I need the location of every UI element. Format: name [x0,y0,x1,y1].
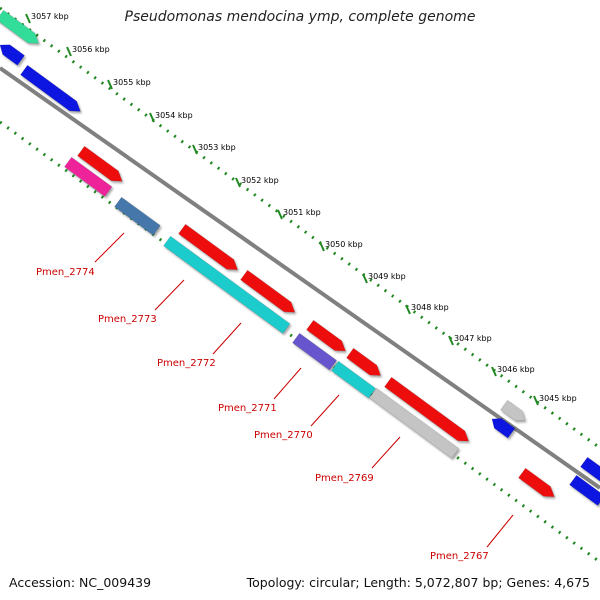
gene-label: Pmen_2767 [430,551,489,562]
gene-feature [384,376,470,442]
scale-tick [107,79,113,90]
gene-feature [292,332,338,371]
gene-feature [306,319,346,352]
gene-feature [240,269,296,313]
scale-tick-label: 3053 kbp [198,143,236,152]
gene-labels: Pmen_2774Pmen_2773Pmen_2772Pmen_2771Pmen… [36,267,489,562]
scale-tick-label: 3051 kbp [283,208,321,217]
scale-tick [192,144,198,155]
scale-tick-label: 3048 kbp [411,303,449,312]
scale-tick-label: 3057 kbp [31,12,69,21]
map-title: Pseudomonas mendocina ymp, complete geno… [124,9,476,25]
gene-feature [331,360,377,399]
scale-tick-label: 3054 kbp [155,111,193,120]
gene-label: Pmen_2773 [98,314,157,325]
scale-tick-label: 3052 kbp [241,176,279,185]
gene-feature [518,467,555,498]
gene-features [0,9,600,506]
scale-tick [25,13,31,24]
gene-feature [20,64,81,112]
gene-label-leader [310,394,340,427]
scale-tick [66,46,72,57]
gene-feature [114,196,161,236]
scale-tick-label: 3055 kbp [113,78,151,87]
gene-feature [163,235,291,334]
gene-feature [64,156,113,197]
gene-label-leader [273,367,302,400]
genome-backbone [0,66,600,490]
gene-label-leader [212,322,242,355]
gene-label: Pmen_2771 [218,403,277,414]
gene-feature [580,456,600,482]
scale-tick-label: 3047 kbp [454,334,492,343]
scale-tick [149,112,155,123]
gene-label: Pmen_2770 [254,430,313,441]
gene-label: Pmen_2774 [36,267,95,278]
gene-label-leader [154,279,185,311]
gene-feature [0,44,25,66]
scale-tick [491,366,497,377]
scale-tick [319,241,325,252]
outer-dotted-ring [0,6,600,450]
scale-tick-labels: 3057 kbp 3056 kbp 3055 kbp 3054 kbp 3053 kbp… [31,12,577,403]
scale-tick [533,395,539,406]
scale-tick-label: 3056 kbp [72,45,110,54]
scale-tick-label: 3050 kbp [325,240,363,249]
gene-label: Pmen_2769 [315,473,374,484]
scale-tick [405,304,411,315]
gene-label-leader [486,514,514,548]
gene-feature [77,145,123,182]
gene-feature [569,474,600,506]
scale-tick-label: 3045 kbp [539,394,577,403]
gene-label-leaders [94,232,514,548]
gene-label-leader [371,436,401,469]
gene-feature [0,9,40,44]
gene-feature [369,387,460,459]
gene-label-leader [94,232,125,263]
topology-text: Topology: circular; Length: 5,072,807 bp… [246,575,590,590]
gene-feature [500,399,526,421]
accession-text: Accession: NC_009439 [9,575,152,590]
gene-feature [346,347,382,376]
scale-tick-label: 3046 kbp [497,365,535,374]
scale-ticks [25,13,539,406]
scale-tick-label: 3049 kbp [368,272,406,281]
gene-feature [491,418,516,439]
scale-tick [235,177,241,188]
scale-tick [277,209,283,220]
gene-label: Pmen_2772 [157,358,216,369]
scale-tick [362,273,368,284]
gene-feature [178,223,239,271]
scale-tick [448,335,454,346]
